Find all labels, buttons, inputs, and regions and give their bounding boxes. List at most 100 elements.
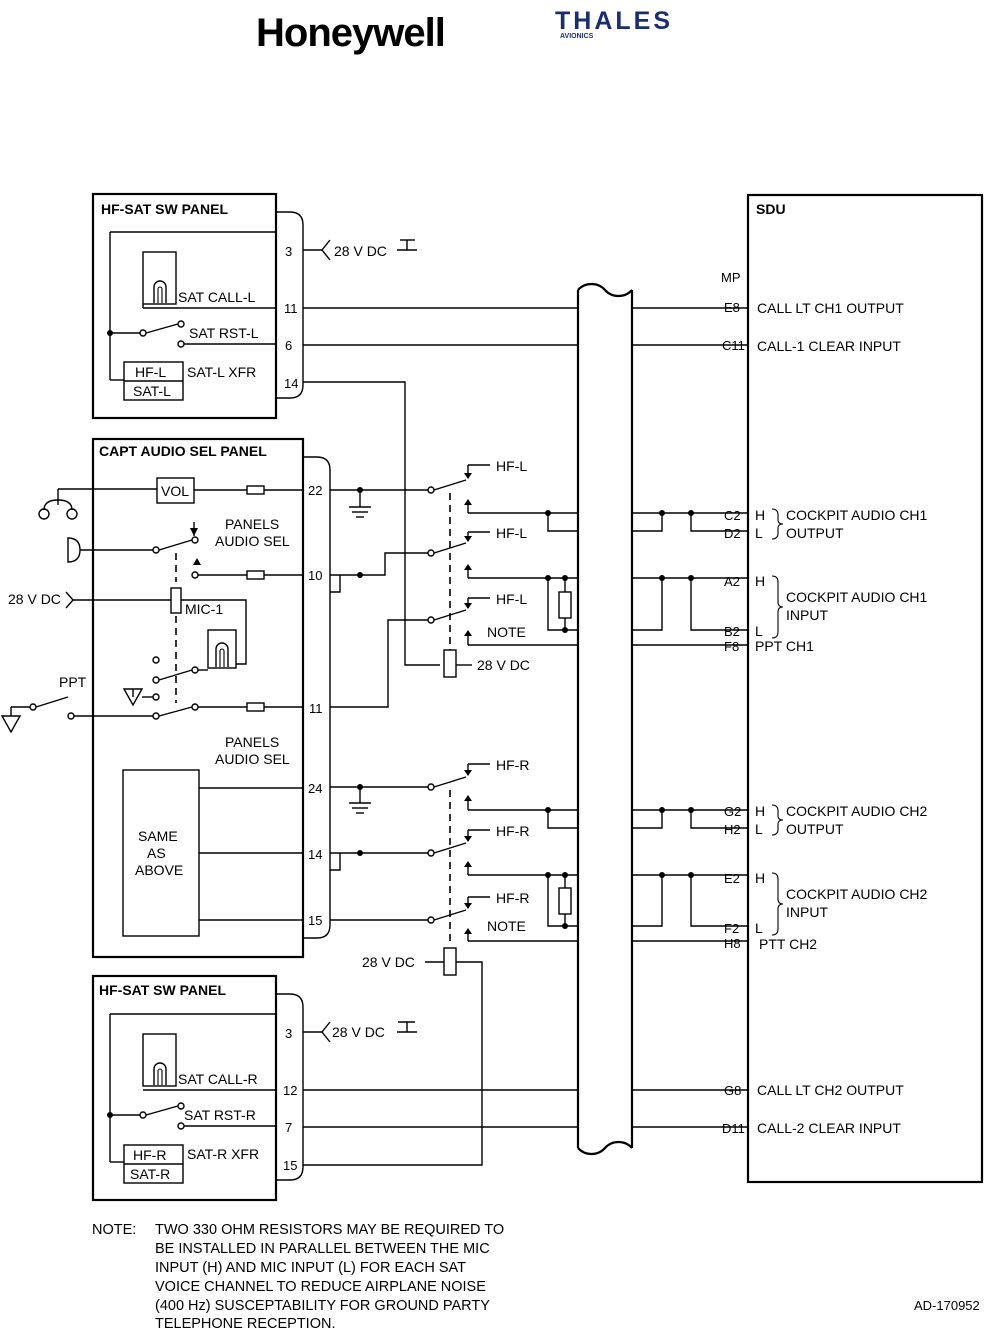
hfsat-panel-left: HF-SAT SW PANEL 3 11 6 14 28 V DC SAT CA… [91, 192, 417, 420]
hfsat-right-pin-15: 15 [283, 1158, 297, 1173]
ch1-output-word: OUTPUT [786, 525, 844, 541]
hfsat-panel-right: HF-SAT SW PANEL 3 12 7 15 28 V DC SAT CA… [91, 974, 417, 1202]
ch1-out-l: L [755, 525, 763, 541]
pin-b2: B2 [724, 624, 740, 639]
ch1-out-h: H [755, 507, 765, 523]
hf-l-xfr-label: HF-L [135, 364, 166, 380]
ch2-in-h: H [755, 870, 765, 886]
call-lt-ch2-label: CALL LT CH2 OUTPUT [757, 1082, 904, 1098]
note-label-1: NOTE [487, 624, 526, 640]
hfsat-left-title: HF-SAT SW PANEL [101, 201, 228, 217]
note-line-2: BE INSTALLED IN PARALLEL BETWEEN THE MIC [155, 1241, 490, 1257]
ch2-sdu-side [632, 807, 748, 942]
capt-supply-label: 28 V DC [8, 591, 61, 607]
capt-pin-15: 15 [308, 913, 322, 928]
as-label: AS [147, 845, 166, 861]
note-line-6: TELEPHONE RECEPTION. [155, 1316, 335, 1332]
honeywell-logo: Honeywell [256, 11, 445, 55]
ppt-ch1-label: PPT CH1 [755, 638, 814, 654]
sat-r-xfr-switch-label: SAT-R XFR [187, 1146, 259, 1162]
sat-l-xfr-label: SAT-L [133, 383, 171, 399]
ch1-in-l: L [755, 623, 763, 639]
same-label: SAME [138, 828, 178, 844]
ch1-sdu-side [632, 510, 748, 646]
sdu-title: SDU [756, 201, 786, 217]
pin-a2: A2 [724, 574, 740, 589]
ch2-out-l: L [755, 821, 763, 837]
hf-r-relay-1-label: HF-R [496, 757, 529, 773]
vol-label: VOL [161, 483, 189, 499]
hf-l-relay-1-label: HF-L [496, 458, 527, 474]
thales-logo: THALES [555, 7, 673, 35]
hf-l-relay-2-label: HF-L [496, 525, 527, 541]
hfsat-left-pin-11: 11 [284, 301, 298, 316]
sat-rst-l-label: SAT RST-L [189, 325, 259, 341]
hfsat-right-pin-7: 7 [285, 1120, 292, 1135]
ch1-interconnect: HF-L HF-L HF-L [330, 458, 578, 708]
cockpit-ch2-input-label: COCKPIT AUDIO CH2 [786, 886, 928, 902]
ch1-input-word: INPUT [786, 607, 828, 623]
footnote: NOTE: TWO 330 OHM RESISTORS MAY BE REQUI… [92, 1222, 504, 1332]
figure-id: AD-170952 [914, 1298, 980, 1313]
sat-call-l-label: SAT CALL-L [178, 289, 256, 305]
relay-r-supply: 28 V DC [362, 954, 415, 970]
cockpit-ch2-output-label: COCKPIT AUDIO CH2 [786, 803, 928, 819]
note-label-2: NOTE [487, 918, 526, 934]
ch2-input-word: INPUT [786, 904, 828, 920]
sat-r-xfr-label: SAT-R [130, 1166, 170, 1182]
sdu-mp-label: MP [721, 270, 741, 285]
sat-rst-r-label: SAT RST-R [184, 1107, 256, 1123]
pin-h2: H2 [724, 822, 741, 837]
note-line-1: TWO 330 OHM RESISTORS MAY BE REQUIRED TO [155, 1222, 504, 1238]
audio-sel-label-1: AUDIO SEL [215, 533, 290, 549]
ptt-ch2-label: PTT CH2 [759, 936, 817, 952]
call1-clear-label: CALL-1 CLEAR INPUT [757, 338, 901, 354]
sat-l-xfr-switch-label: SAT-L XFR [187, 364, 256, 380]
audio-sel-label-2: AUDIO SEL [215, 751, 290, 767]
hfsat-right-pin-3: 3 [285, 1026, 292, 1041]
hfsat-right-title: HF-SAT SW PANEL [99, 982, 226, 998]
cable-bundle [576, 282, 634, 1156]
capt-audio-sel-panel: CAPT AUDIO SEL PANEL 22 10 11 24 14 15 V… [0, 437, 331, 959]
wire-xfr-l-relay [303, 381, 440, 666]
ch2-interconnect: HF-R HF-R HF-R N [303, 757, 578, 1166]
capt-title: CAPT AUDIO SEL PANEL [99, 443, 267, 459]
pin-e2: E2 [724, 871, 740, 886]
ppt-label: PPT [59, 674, 87, 690]
relay-l-supply: 28 V DC [477, 657, 530, 673]
hf-r-xfr-label: HF-R [133, 1147, 166, 1163]
hf-r-relay-2-label: HF-R [496, 823, 529, 839]
note-line-5: (400 Hz) SUSCEPTABILITY FOR GROUND PARTY [155, 1298, 490, 1314]
capt-pin-22: 22 [308, 483, 322, 498]
ch1-in-h: H [755, 573, 765, 589]
capt-pin-11: 11 [309, 701, 323, 716]
panels-label-1: PANELS [225, 516, 279, 532]
mic1-label: MIC-1 [185, 601, 223, 617]
pin-f2: F2 [724, 921, 739, 936]
hfsat-left-pin-6: 6 [285, 338, 292, 353]
hfsat-right-pin-12: 12 [283, 1083, 297, 1098]
sat-call-r-label: SAT CALL-R [178, 1071, 258, 1087]
sdu-unit: SDU MP E8 C11 C2 D2 A2 B2 F8 G2 H2 E2 F2… [721, 193, 984, 1184]
hfsat-left-pin-3: 3 [285, 244, 292, 259]
capt-pin-14: 14 [308, 847, 322, 862]
capt-pin-24: 24 [308, 781, 322, 796]
pin-c2: C2 [724, 508, 741, 523]
note-title: NOTE: [92, 1222, 136, 1238]
above-label: ABOVE [135, 862, 183, 878]
hfsat-left-pin-14: 14 [284, 376, 298, 391]
pin-f8: F8 [724, 639, 739, 654]
cockpit-ch1-output-label: COCKPIT AUDIO CH1 [786, 507, 928, 523]
call-lt-ch1-label: CALL LT CH1 OUTPUT [757, 300, 904, 316]
cockpit-ch1-input-label: COCKPIT AUDIO CH1 [786, 589, 928, 605]
hf-l-relay-3-label: HF-L [496, 591, 527, 607]
note-line-4: VOICE CHANNEL TO REDUCE AIRPLANE NOISE [155, 1279, 486, 1295]
call2-clear-label: CALL-2 CLEAR INPUT [757, 1120, 901, 1136]
panels-label-2: PANELS [225, 734, 279, 750]
hf-r-relay-3-label: HF-R [496, 890, 529, 906]
pin-d11: D11 [722, 1121, 745, 1136]
capt-pin-10: 10 [308, 568, 322, 583]
pin-g2: G2 [724, 804, 741, 819]
ch2-output-word: OUTPUT [786, 821, 844, 837]
